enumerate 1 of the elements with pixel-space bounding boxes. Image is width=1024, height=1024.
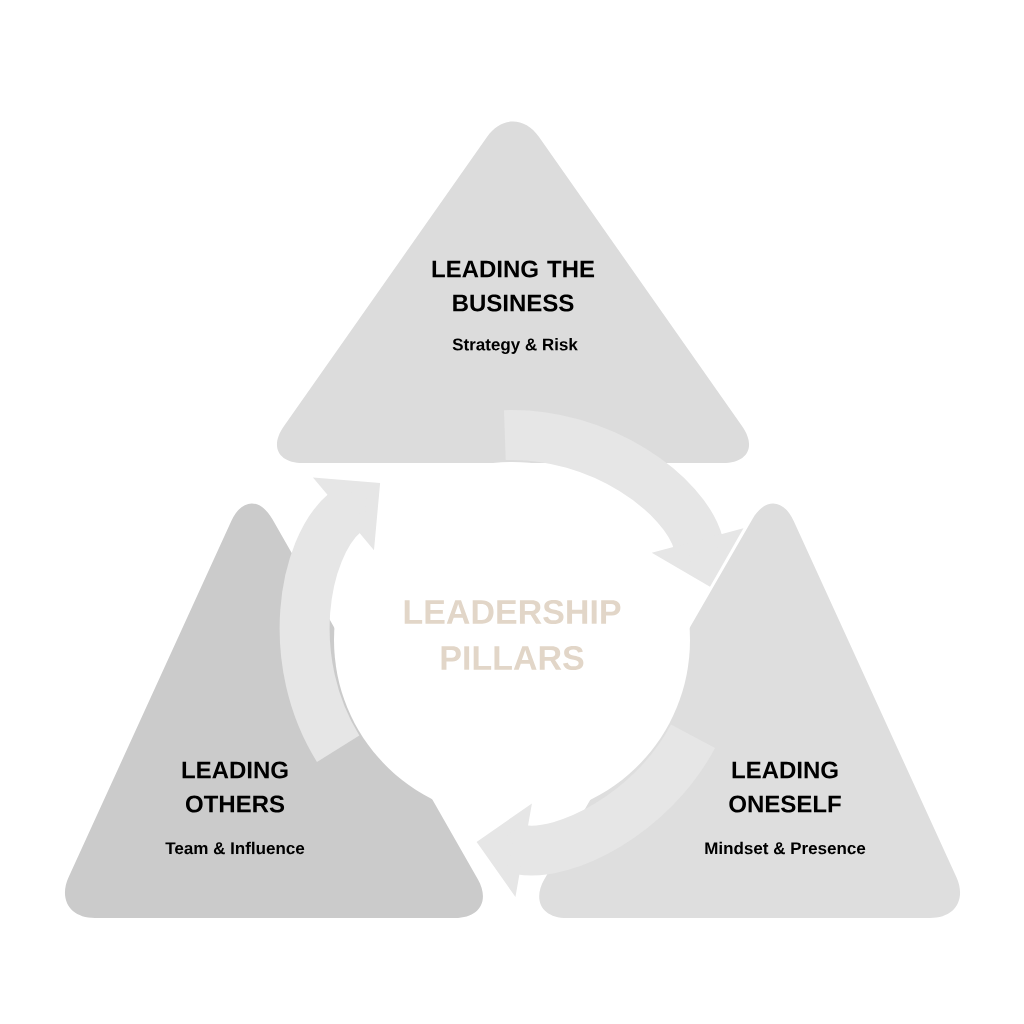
triangle-panel: LEADING THE BUSINESS Strategy & Risk [276,121,750,463]
